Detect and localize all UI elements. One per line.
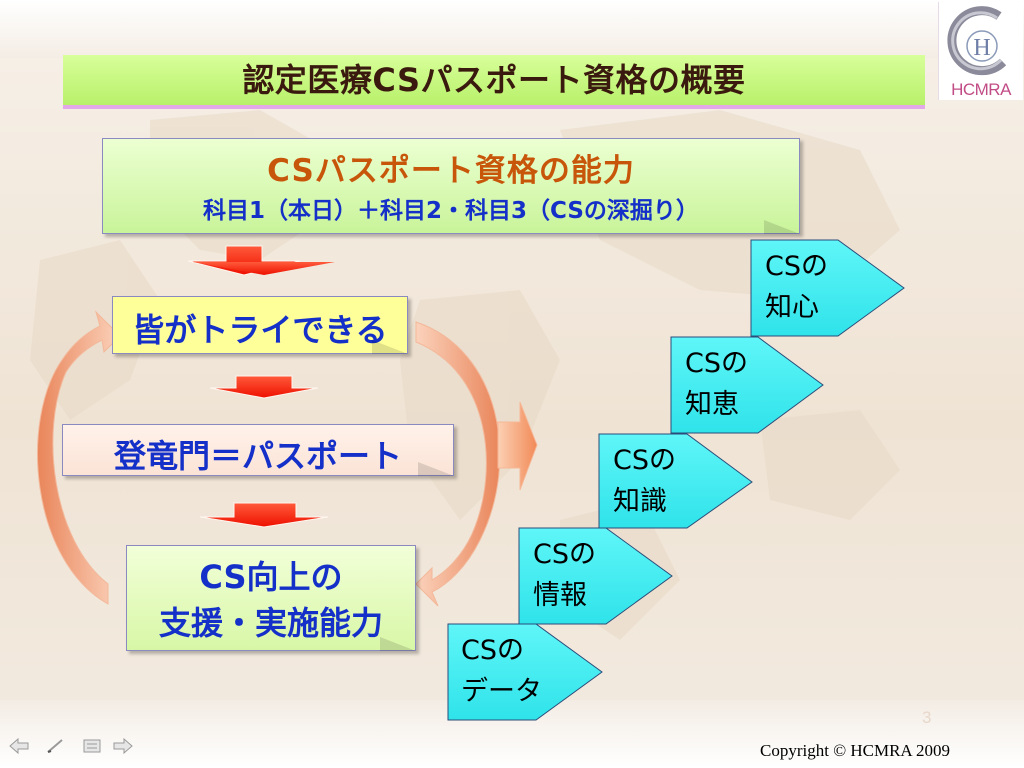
capability-box: CSパスポート資格の能力 科目1（本日）＋科目2・科目3（CSの深掘り） — [102, 138, 800, 234]
capability-heading: CSパスポート資格の能力 — [267, 153, 635, 189]
top-band — [0, 0, 1024, 58]
page-fold — [380, 637, 416, 651]
down-arrow-3-icon — [199, 502, 329, 528]
big-right-arrow-icon — [497, 401, 538, 491]
menu-icon[interactable] — [83, 739, 101, 753]
copyright-text: Copyright © HCMRA 2009 — [760, 741, 951, 760]
slide-title: 認定医療CSパスポート資格の概要 — [242, 61, 746, 99]
stair-step-1-line2: データ — [461, 676, 542, 707]
stair-step-5: CSの 知心 — [765, 246, 828, 328]
flow-step-passport-label: 登竜門＝パスポート — [113, 437, 402, 475]
down-arrow-2-icon — [209, 375, 319, 399]
stair-step-5-line1: CSの — [765, 251, 828, 282]
hcmra-logo: H HCMRA — [938, 2, 1023, 100]
flow-step-passport: 登竜門＝パスポート — [62, 424, 454, 476]
logo-text: HCMRA — [951, 80, 1011, 99]
stair-step-4-shape — [670, 336, 824, 434]
cycle-arrow-left-icon — [37, 310, 121, 605]
stair-step-3-shape — [598, 433, 753, 529]
stair-step-1: CSの データ — [461, 630, 542, 712]
stair-step-2: CSの 情報 — [533, 534, 596, 616]
slideshow-nav — [9, 737, 133, 755]
stair-step-3-line1: CSの — [613, 445, 676, 476]
pen-icon[interactable] — [47, 739, 63, 753]
flow-step-support-line2: 支援・実施能力 — [158, 604, 383, 642]
stair-step-4: CSの 知恵 — [685, 343, 748, 425]
cycle-arrow-right-icon — [415, 321, 501, 607]
stair-step-2-line2: 情報 — [533, 580, 587, 611]
page-fold — [418, 462, 454, 476]
title-bar — [63, 55, 925, 105]
stair-step-4-line1: CSの — [685, 348, 748, 379]
stair-step-3-line2: 知識 — [613, 486, 667, 517]
svg-text:H: H — [973, 35, 990, 61]
logo-emblem-icon: H — [947, 6, 1007, 76]
forward-arrow-icon[interactable] — [113, 737, 133, 755]
page-fold — [372, 340, 408, 354]
stair-step-1-line1: CSの — [461, 635, 524, 666]
stair-step-5-line2: 知心 — [765, 292, 819, 323]
flow-step-support-line1: CS向上の — [199, 558, 343, 596]
page-number: 3 — [922, 708, 932, 727]
capability-subjects: 科目1（本日）＋科目2・科目3（CSの深掘り） — [203, 198, 699, 224]
stair-step-2-shape — [518, 527, 673, 625]
stair-step-4-line2: 知恵 — [685, 389, 739, 420]
stair-step-2-line1: CSの — [533, 539, 596, 570]
flow-step-support: CS向上の 支援・実施能力 — [126, 545, 416, 651]
back-arrow-icon[interactable] — [9, 737, 29, 755]
stair-shapes — [447, 239, 905, 721]
stair-step-3: CSの 知識 — [613, 440, 676, 522]
stair-step-5-shape — [750, 239, 905, 337]
page-fold — [764, 220, 800, 234]
down-arrow-1-icon — [187, 245, 335, 276]
flow-step-try: 皆がトライできる — [112, 296, 408, 354]
title-underline — [63, 105, 925, 109]
flow-step-try-label: 皆がトライできる — [132, 311, 388, 349]
